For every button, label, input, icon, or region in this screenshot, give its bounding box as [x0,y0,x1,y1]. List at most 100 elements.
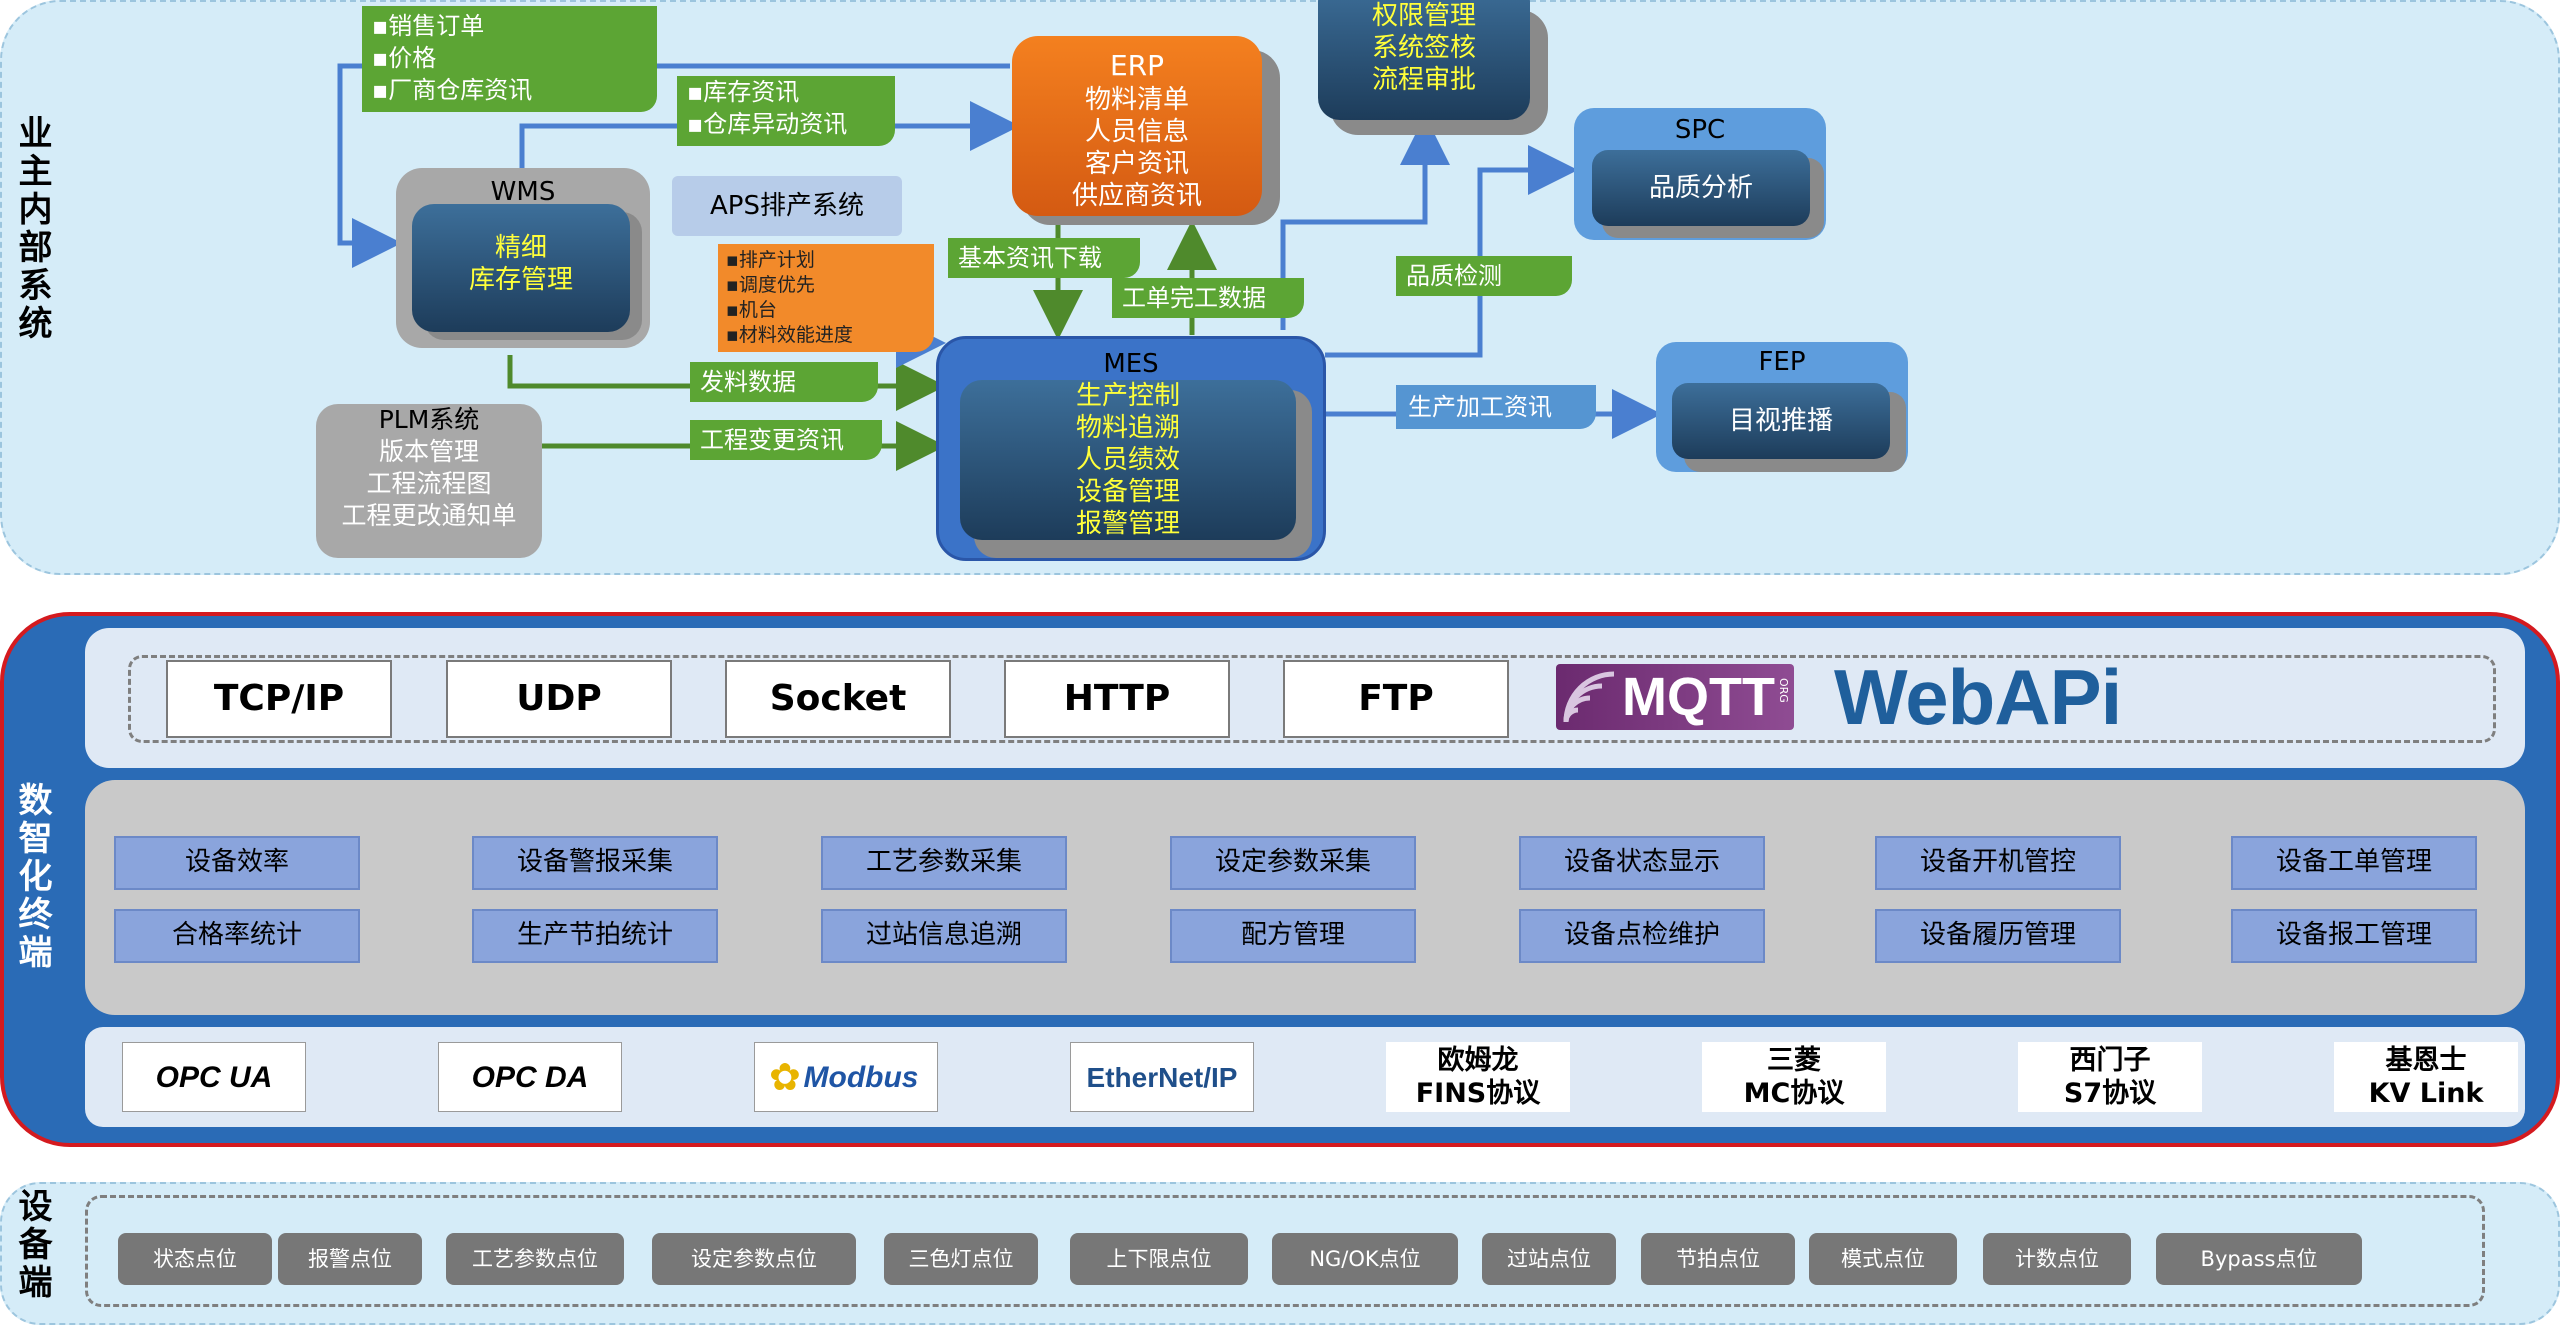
aps-box[interactable]: APS排产系统 [672,176,902,236]
plm-title: PLM系统 [378,405,480,434]
permission-item: 流程审批 [1371,65,1476,95]
production-info-tag: 生产加工资讯 [1396,385,1596,429]
mes-title: MES [1103,349,1159,379]
permission-item: 系统签核 [1371,33,1476,63]
sales-order-tag: ▪销售订单 ▪价格 ▪厂商仓库资讯 [362,6,657,112]
mqtt-org-text: ORG [1777,678,1790,703]
function-button[interactable]: 设备状态显示 [1519,836,1765,890]
erp-item: 供应商资讯 [1071,181,1202,211]
material-issue-tag: 发料数据 [690,362,878,402]
function-button[interactable]: 设备报工管理 [2231,909,2477,963]
price-line: ▪价格 [372,44,437,72]
function-button[interactable]: 设备警报采集 [472,836,718,890]
wms-inner-line: 精细 [494,233,547,263]
fep-inner: 目视推播 [1672,383,1890,459]
aps-items: ▪排产计划 ▪调度优先 ▪机台 ▪材料效能进度 [718,244,934,352]
plm-item: 版本管理 [378,437,479,466]
permission-box[interactable]: 权限管理 系统签核 流程审批 [1318,0,1530,120]
mitsubishi-protocol: 三菱 MC协议 [1702,1042,1886,1112]
base-download-tag: 基本资讯下载 [948,238,1140,278]
modbus-text: Modbus [803,1061,919,1094]
opcua-text: OPC UA [155,1061,273,1094]
omron-protocol: 欧姆龙 FINS协议 [1386,1042,1570,1112]
modbus-flower-icon: ✿ [769,1055,801,1099]
omron-name: 欧姆龙 [1437,1045,1519,1076]
erp-item: 物料清单 [1084,85,1189,115]
plm-item: 工程流程图 [366,469,492,498]
engineering-change-tag: 工程变更资讯 [690,420,882,460]
wms-inner-line: 库存管理 [468,265,573,295]
opcda-text: OPC DA [471,1061,589,1094]
webapi-logo: WebAPi [1834,653,2122,741]
points-dashed-frame [85,1195,2485,1307]
mqtt-logo: MQTT ORG [1556,664,1794,730]
mes-item: 物料追溯 [1075,413,1180,443]
function-button[interactable]: 设备开机管控 [1875,836,2121,890]
protocol-http: HTTP [1004,660,1230,738]
keyence-protocol-name: KV Link [2368,1078,2484,1109]
mitsubishi-protocol-name: MC协议 [1743,1078,1845,1109]
aps-item: ▪材料效能进度 [726,324,853,346]
function-button[interactable]: 设备工单管理 [2231,836,2477,890]
point-button[interactable]: 三色灯点位 [884,1233,1038,1285]
sales-order-line: ▪销售订单 [372,12,485,40]
function-button[interactable]: 设备效率 [114,836,360,890]
point-button[interactable]: 工艺参数点位 [446,1233,624,1285]
protocol-udp: UDP [446,660,672,738]
point-button[interactable]: 节拍点位 [1641,1233,1795,1285]
function-button[interactable]: 工艺参数采集 [821,836,1067,890]
opcda-logo: OPC DA [438,1042,622,1112]
mqtt-wave-icon [1563,671,1615,723]
erp-title: ERP [1109,49,1165,82]
siemens-name: 西门子 [2069,1045,2151,1076]
point-button[interactable]: 过站点位 [1482,1233,1616,1285]
warehouse-change-line: ▪仓库异动资讯 [687,110,848,138]
aps-item: ▪调度优先 [726,274,815,296]
point-button[interactable]: 报警点位 [278,1233,422,1285]
aps-item: ▪排产计划 [726,249,815,271]
mes-inner: 生产控制 物料追溯 人员绩效 设备管理 报警管理 [960,380,1296,540]
mes-item: 人员绩效 [1075,445,1180,475]
plm-box[interactable]: PLM系统 版本管理 工程流程图 工程更改通知单 [316,404,542,558]
ethernetip-text: EtherNet/IP [1086,1062,1238,1093]
function-button[interactable]: 过站信息追溯 [821,909,1067,963]
point-button[interactable]: NG/OK点位 [1272,1233,1458,1285]
aps-item: ▪机台 [726,299,777,321]
point-button[interactable]: 设定参数点位 [652,1233,856,1285]
function-button[interactable]: 配方管理 [1170,909,1416,963]
keyence-name: 基恩士 [2385,1045,2467,1076]
section-label-terminal: 数智化终端 [12,782,52,972]
wms-inner: 精细 库存管理 [412,204,630,332]
point-button[interactable]: 状态点位 [118,1233,272,1285]
spc-title: SPC [1674,115,1726,145]
function-button[interactable]: 设备点检维护 [1519,909,1765,963]
siemens-protocol-name: S7协议 [2063,1078,2157,1109]
siemens-protocol: 西门子 S7协议 [2018,1042,2202,1112]
protocol-ftp: FTP [1283,660,1509,738]
function-button[interactable]: 合格率统计 [114,909,360,963]
inventory-tag: ▪库存资讯 ▪仓库异动资讯 [677,76,895,146]
function-button[interactable]: 生产节拍统计 [472,909,718,963]
point-button[interactable]: 模式点位 [1809,1233,1957,1285]
protocol-tcpip: TCP/IP [166,660,392,738]
keyence-protocol: 基恩士 KV Link [2334,1042,2518,1112]
ethernetip-logo: EtherNet/IP [1070,1042,1254,1112]
section-label-device: 设备端 [12,1188,52,1302]
mes-item: 设备管理 [1075,477,1180,507]
erp-item: 人员信息 [1084,117,1189,147]
erp-box[interactable]: ERP 物料清单 人员信息 客户资讯 供应商资讯 [1012,36,1262,216]
permission-item: 权限管理 [1371,1,1476,31]
inventory-line: ▪库存资讯 [687,78,800,106]
section-label-internal: 业主内部系统 [12,115,52,343]
wms-title: WMS [490,177,556,207]
omron-protocol-name: FINS协议 [1415,1078,1541,1109]
mitsubishi-name: 三菱 [1767,1045,1821,1076]
point-button[interactable]: Bypass点位 [2156,1233,2362,1285]
function-button[interactable]: 设定参数采集 [1170,836,1416,890]
point-button[interactable]: 计数点位 [1983,1233,2131,1285]
modbus-logo: ✿ Modbus [754,1042,938,1112]
function-button[interactable]: 设备履历管理 [1875,909,2121,963]
mes-item: 报警管理 [1075,509,1180,539]
opcua-logo: OPC UA [122,1042,306,1112]
point-button[interactable]: 上下限点位 [1070,1233,1248,1285]
